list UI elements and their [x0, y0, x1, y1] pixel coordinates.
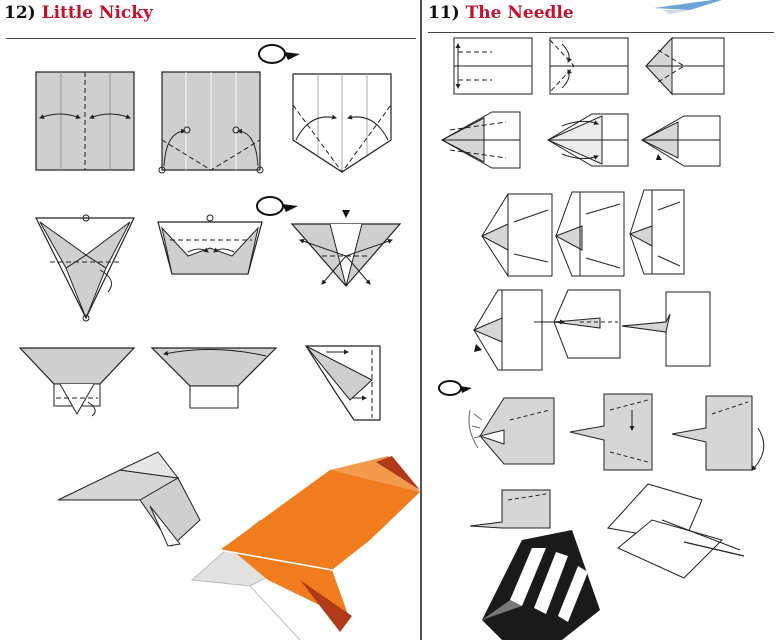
step-1-square [35, 71, 135, 171]
flip-arrow-icon [438, 380, 472, 396]
step-4-kite [35, 214, 135, 322]
title-number: 12) [4, 3, 36, 23]
little-nicky-title: 12) Little Nicky [4, 3, 153, 23]
step-2-diagonal-folds [158, 71, 264, 174]
the-needle-panel: 11) The Needle [422, 0, 776, 640]
little-nicky-orange-plane [190, 456, 420, 640]
step-3-pentagon [292, 73, 392, 173]
triangle-arrow-icon [342, 210, 350, 218]
little-nicky-plane-sketch [57, 451, 201, 547]
title-name: The Needle [465, 3, 574, 23]
title-rule [6, 38, 416, 39]
needle-step-1 [453, 37, 533, 95]
needle-step-11 [534, 289, 621, 359]
step-5-folded-tray [157, 214, 263, 275]
step-8-bowl-arrow [150, 347, 278, 409]
needle-step-5 [546, 113, 629, 167]
needle-color-plane-fragment [654, 0, 722, 14]
needle-step-16 [469, 489, 551, 529]
step-7-bowl [18, 347, 136, 417]
needle-step-14 [569, 393, 653, 471]
title-name: Little Nicky [41, 3, 153, 23]
needle-step-8 [554, 191, 625, 277]
needle-bw-plane [482, 530, 600, 640]
panel-divider [420, 0, 422, 640]
title-rule [428, 32, 774, 33]
little-nicky-diagram [18, 44, 420, 640]
the-needle-title: 11) The Needle [428, 3, 574, 23]
needle-step-15 [671, 395, 765, 471]
the-needle-diagram [438, 0, 765, 640]
needle-step-6 [640, 115, 721, 167]
needle-step-7 [480, 193, 553, 277]
flip-arrow-icon [256, 196, 298, 216]
needle-finished-sketch [607, 483, 745, 579]
little-nicky-panel: 12) Little Nicky [4, 3, 420, 640]
flip-arrow-icon [258, 44, 300, 64]
needle-step-9 [628, 189, 685, 275]
needle-step-10 [472, 289, 543, 371]
step-9-side-view [304, 345, 381, 421]
needle-step-12 [621, 291, 711, 367]
needle-step-3 [645, 36, 725, 96]
needle-step-13 [468, 397, 555, 465]
needle-step-4 [440, 111, 521, 169]
title-number: 11) [428, 3, 460, 23]
step-6-inverted-triangle [290, 210, 402, 287]
needle-step-2 [549, 37, 629, 95]
